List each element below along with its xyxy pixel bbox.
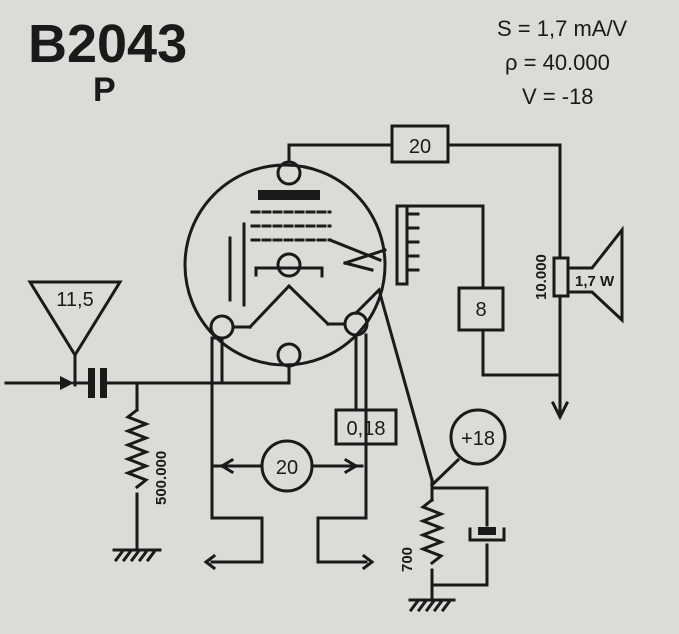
supply-label: +18 [461,428,495,450]
ground-hatch-right [408,599,452,613]
filament-v [247,283,331,330]
input-triangle [27,280,123,358]
screen-resistor-box [457,286,505,332]
anode-resistor-box [390,124,450,164]
tube-grids [250,210,332,242]
spec-transconductance: S = 1,7 mA/V [497,16,628,41]
ground-hatch-left [113,549,157,563]
filament-arrow-left [203,553,217,571]
screen-resistor-label: 8 [475,299,486,321]
filament-voltage-label: 0,18 [347,418,386,440]
right-pin [343,311,369,337]
filament-current-circle [260,439,314,493]
tube-type-title: B2043 [28,14,187,74]
speaker-impedance-label: 10.000 [533,254,550,300]
anode-plate [258,190,320,200]
spec-internal-resistance: ρ = 40.000 [505,50,610,75]
screen-wire [400,204,485,290]
grid-connect [343,248,387,272]
coupling-capacitor-plate-1 [88,368,95,398]
tube-subtitle: P [93,71,116,109]
speaker-cone [566,225,624,324]
grid-leads [228,222,246,307]
spec-grid-bias: V = -18 [522,84,594,109]
filament-ends [231,322,347,329]
cathode-wire [353,287,434,482]
output-arrow [550,400,570,421]
grid-resistor-label: 500.000 [153,451,170,505]
screen-coil-taps [405,212,420,272]
bypass-capacitor-cup [468,527,506,542]
filament-center-pin [276,252,302,278]
cathode-resistor [418,497,446,566]
speaker-power-label: 1,7 W [575,273,615,290]
screen-return-wire [481,328,562,377]
coupling-capacitor-plate-2 [100,368,107,398]
grid-resistor [123,407,151,490]
input-arrow [60,376,74,390]
left-pin [209,314,235,340]
anode-resistor-label: 20 [409,136,431,158]
filament-current-label: 20 [276,457,298,479]
bypass-wires [430,486,489,587]
grid-input-wire [105,364,291,385]
supply-lead [429,457,461,488]
anode-wire [287,143,562,257]
bottom-pin [276,342,302,368]
filament-lead-right [316,333,368,564]
supply-circle [449,408,507,466]
filament-voltage-box [334,408,398,446]
input-triangle-label: 11,5 [56,289,93,311]
filament-arrow-right [361,553,375,571]
filament-span-arrows [219,457,359,475]
screen-coil [395,204,409,286]
bypass-capacitor-plate [478,527,496,535]
cathode-line [254,266,324,278]
filament-lead-left [210,336,264,564]
screen-grid-lead [328,238,382,262]
cathode-resistor-label: 700 [399,547,416,572]
speaker-magnet [552,256,570,298]
